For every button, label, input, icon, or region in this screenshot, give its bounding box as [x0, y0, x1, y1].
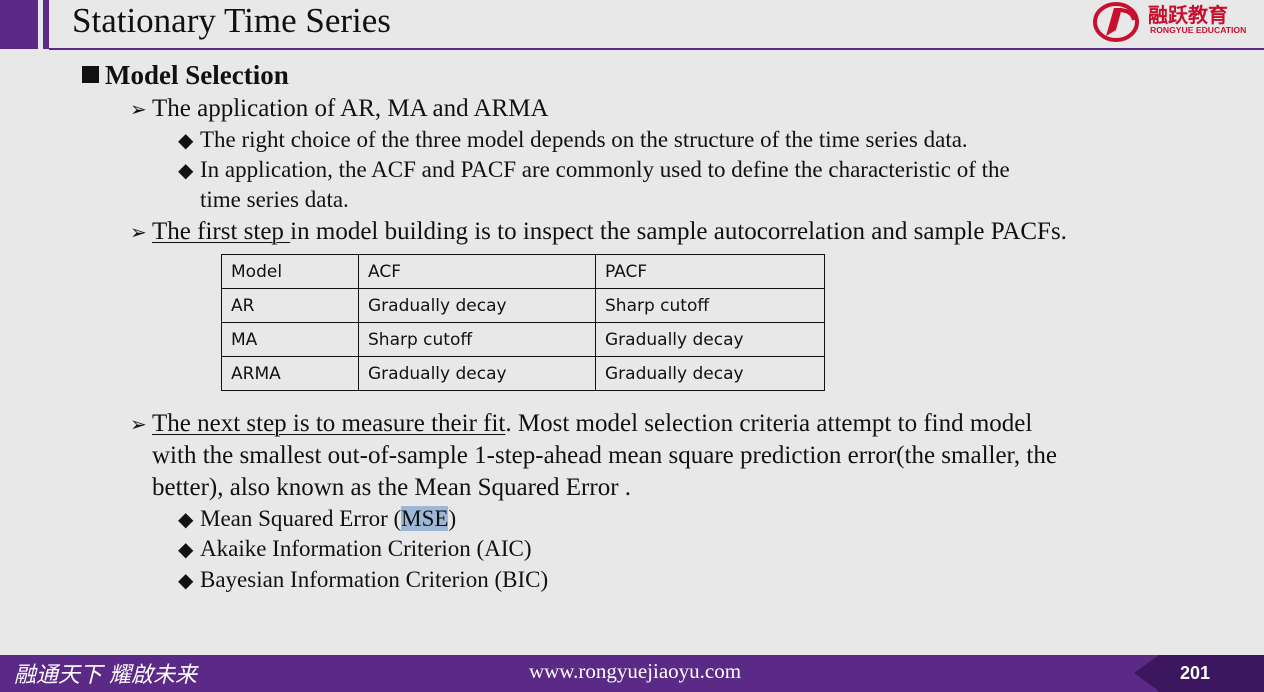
- logo-emblem-icon: [1093, 2, 1139, 42]
- footer-website: www.rongyuejiaoyu.com: [528, 659, 742, 683]
- footer-page-block: [1158, 655, 1264, 692]
- header-bar: Stationary Time Series 融跃教育 RONGYUE EDUC…: [0, 0, 1264, 50]
- table-cell: PACF: [595, 254, 825, 289]
- brand-logo: 融跃教育 RONGYUE EDUCATION: [1090, 0, 1260, 44]
- table-cell: Model: [221, 254, 359, 289]
- diamond-bullet-icon: ◆: [178, 539, 194, 561]
- table-cell: Gradually decay: [358, 288, 596, 323]
- bullet-next-step-line2: with the smallest out-of-sample 1-step-a…: [152, 442, 1057, 469]
- sub-bullet-acf-pacf-cont: time series data.: [200, 187, 349, 212]
- table-cell: MA: [221, 322, 359, 357]
- criterion-mse: ◆Mean Squared Error (MSE): [178, 505, 456, 534]
- table-cell: Gradually decay: [595, 322, 825, 357]
- table-cell: ACF: [358, 254, 596, 289]
- arrow-bullet-icon: ➢: [130, 99, 147, 121]
- diamond-bullet-icon: ◆: [178, 570, 194, 592]
- table-cell: Gradually decay: [595, 356, 825, 391]
- footer-bar: 融通天下 耀啟未来 www.rongyuejiaoyu.com 201: [0, 655, 1264, 692]
- header-divider: [49, 48, 1264, 50]
- table-cell: ARMA: [221, 356, 359, 391]
- table-cell: AR: [221, 288, 359, 323]
- diamond-bullet-icon: ◆: [178, 130, 194, 152]
- header-accent-stripe: [43, 0, 49, 49]
- sub-bullet-acf-pacf: ◆In application, the ACF and PACF are co…: [178, 156, 1010, 185]
- sub-bullet-right-choice: ◆The right choice of the three model dep…: [178, 126, 968, 155]
- table-cell: Gradually decay: [358, 356, 596, 391]
- criterion-aic: ◆Akaike Information Criterion (AIC): [178, 535, 532, 564]
- footer-slogan: 融通天下 耀啟未来: [14, 663, 197, 688]
- criterion-bic: ◆Bayesian Information Criterion (BIC): [178, 566, 548, 595]
- arrow-bullet-icon: ➢: [130, 414, 147, 436]
- highlighted-text: MSE: [401, 506, 449, 531]
- logo-chinese-text: 融跃教育: [1148, 3, 1228, 27]
- bullet-application: ➢The application of AR, MA and ARMA: [130, 94, 549, 125]
- slide-title: Stationary Time Series: [72, 1, 391, 40]
- table-cell: Sharp cutoff: [595, 288, 825, 323]
- page-number: 201: [1180, 663, 1211, 683]
- diamond-bullet-icon: ◆: [178, 160, 194, 182]
- arrow-bullet-icon: ➢: [130, 222, 147, 244]
- diamond-bullet-icon: ◆: [178, 509, 194, 531]
- bullet-next-step-line3: better), also known as the Mean Squared …: [152, 474, 632, 501]
- bullet-next-step: ➢The next step is to measure their fit. …: [130, 409, 1032, 440]
- square-bullet-icon: [82, 66, 99, 83]
- footer-notch: [1134, 655, 1159, 691]
- bullet-first-step: ➢The first step in model building is to …: [130, 217, 1067, 248]
- logo-english-text: RONGYUE EDUCATION: [1150, 25, 1247, 35]
- table-cell: Sharp cutoff: [358, 322, 596, 357]
- section-heading: Model Selection: [82, 59, 289, 91]
- header-accent-block: [0, 0, 38, 49]
